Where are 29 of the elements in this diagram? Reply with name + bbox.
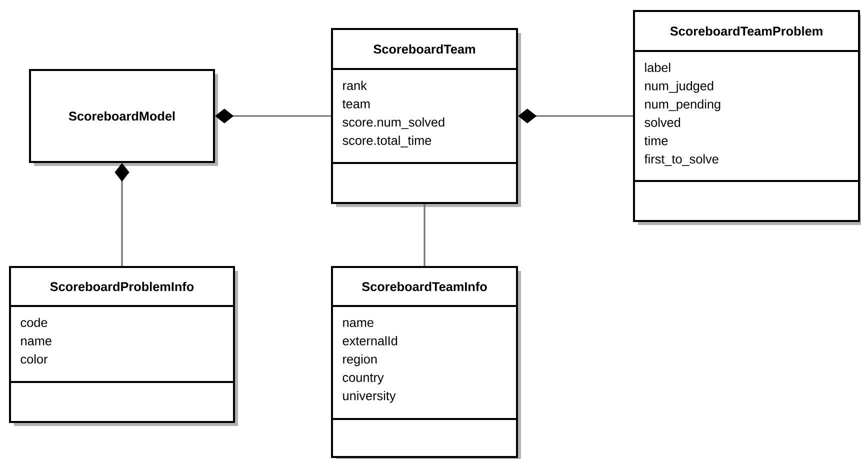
class-name: ScoreboardTeamInfo: [362, 282, 487, 292]
class-name: ScoreboardTeam: [374, 44, 475, 54]
attribute: code: [20, 318, 48, 328]
class-name: ScoreboardProblemInfo: [50, 282, 194, 292]
attribute: rank: [343, 80, 367, 90]
attribute: num_judged: [645, 81, 714, 93]
class-box: [29, 69, 218, 166]
attribute: country: [342, 374, 384, 384]
class-name: ScoreboardModel: [68, 111, 175, 121]
class-box: [331, 28, 521, 207]
attribute: university: [343, 390, 396, 403]
attribute: score.num_solved: [342, 117, 444, 130]
attribute: team: [342, 100, 370, 108]
attribute: region: [343, 354, 377, 366]
class-box: [331, 266, 521, 459]
attribute: solved: [644, 118, 680, 127]
association-line: [424, 204, 426, 266]
class-box: [9, 266, 238, 426]
attribute: color: [20, 354, 48, 364]
attribute: score.total_time: [342, 136, 432, 148]
attribute: num_pending: [645, 99, 720, 112]
attribute: time: [644, 136, 668, 146]
attribute: name: [21, 338, 52, 346]
attribute: label: [645, 62, 670, 72]
attribute: first_to_solve: [644, 154, 718, 166]
class-name: ScoreboardTeamProblem: [670, 26, 822, 36]
attribute: externalId: [342, 336, 398, 346]
class-box: [633, 10, 861, 225]
attribute: name: [343, 320, 374, 328]
